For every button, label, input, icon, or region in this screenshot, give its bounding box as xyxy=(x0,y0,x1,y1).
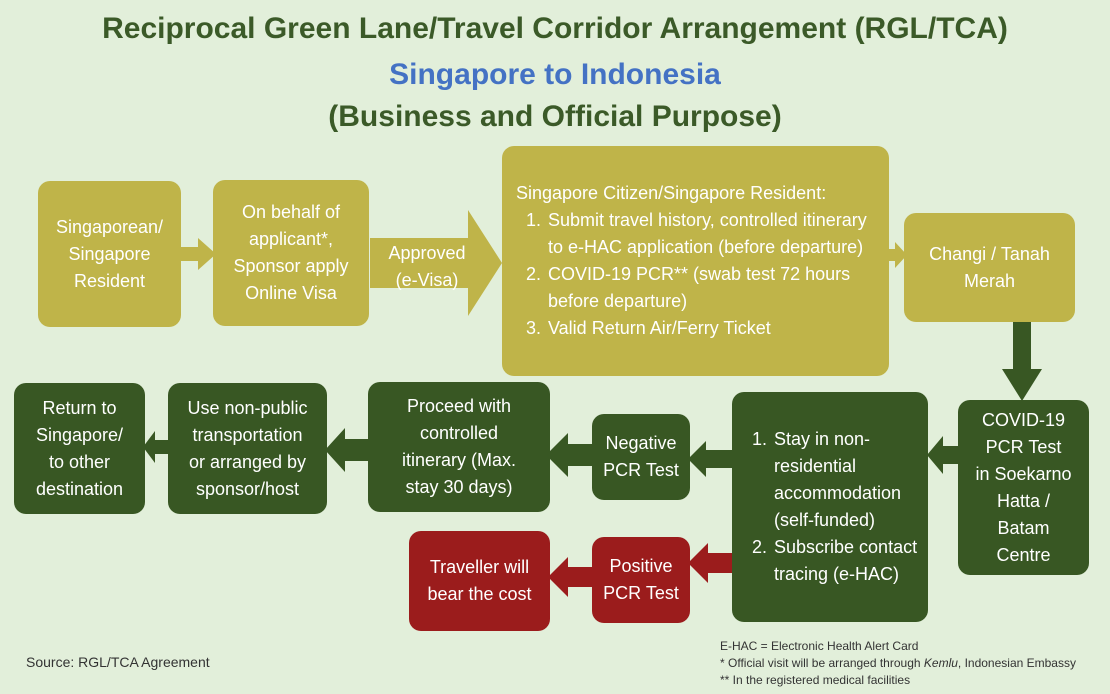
requirement-item: Submit travel history, controlled itiner… xyxy=(546,207,875,261)
stay-item: Subscribe contact tracing (e-HAC) xyxy=(772,534,918,588)
requirements-box: Singapore Citizen/Singapore Resident: Su… xyxy=(502,146,889,376)
arrow-resident-to-sponsor-icon xyxy=(180,238,216,270)
arrow-pcr-to-stay-icon xyxy=(927,436,961,474)
requirements-heading: Singapore Citizen/Singapore Resident: xyxy=(516,183,827,203)
arrow-transport-to-return-icon xyxy=(143,431,169,463)
stay-and-tracing-box: Stay in non-residential accommodation (s… xyxy=(732,392,928,622)
diagram-title: Reciprocal Green Lane/Travel Corridor Ar… xyxy=(102,12,1008,45)
official-visit-prefix: * Official visit will be arranged throug… xyxy=(720,656,924,670)
arrow-positive-to-cost-icon xyxy=(548,557,594,597)
diagram-subtitle: Singapore to Indonesia xyxy=(389,58,721,91)
arrow-sponsor-to-approved-icon xyxy=(370,210,502,316)
arrow-proceed-to-transport-icon xyxy=(325,428,371,472)
stay-and-tracing-list: Stay in non-residential accommodation (s… xyxy=(738,426,918,588)
source-note: Source: RGL/TCA Agreement xyxy=(26,654,210,670)
medical-facilities-footnote: ** In the registered medical facilities xyxy=(720,673,911,687)
arrow-requirements-to-departure-icon xyxy=(887,242,907,268)
kemlu-text: Kemlu xyxy=(923,656,958,670)
arrow-stay-to-negative-icon xyxy=(688,441,734,477)
requirement-item: Valid Return Air/Ferry Ticket xyxy=(546,315,875,342)
approved-label: Approved(e-Visa) xyxy=(388,243,466,290)
arrow-stay-to-positive-icon xyxy=(688,543,734,583)
diagram-purpose: (Business and Official Purpose) xyxy=(328,100,782,133)
official-visit-footnote: * Official visit will be arranged throug… xyxy=(720,655,1076,672)
requirements-list: Submit travel history, controlled itiner… xyxy=(516,207,875,342)
requirement-item: COVID-19 PCR** (swab test 72 hours befor… xyxy=(546,261,875,315)
arrow-departure-to-pcr-icon xyxy=(1002,321,1042,401)
stay-item: Stay in non-residential accommodation (s… xyxy=(772,426,918,534)
arrow-negative-to-proceed-icon xyxy=(546,433,596,477)
ehac-footnote: E-HAC = Electronic Health Alert Card xyxy=(720,639,919,653)
official-visit-suffix: , Indonesian Embassy xyxy=(957,656,1076,670)
